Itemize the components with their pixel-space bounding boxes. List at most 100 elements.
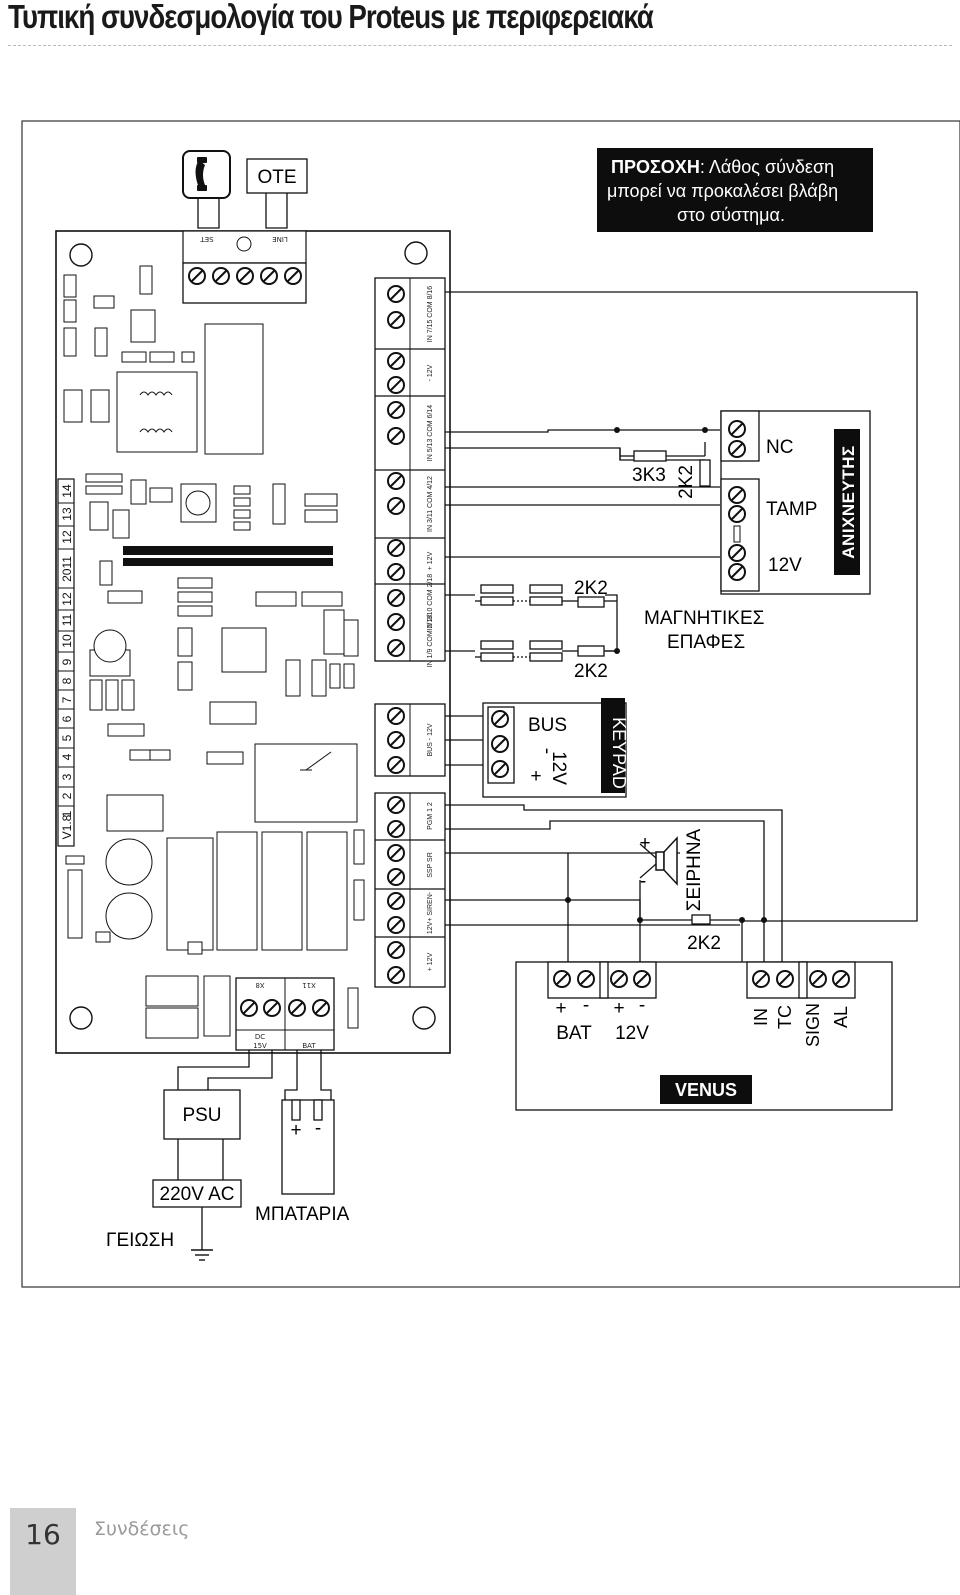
zone-14: 14 [60,484,74,498]
zone-12b: 12 [60,530,74,544]
page-number-box: 16 [10,1508,76,1595]
power-terminal-block: X8 X11 DC 15V BAT [235,977,335,1051]
pcb-bar-bottom [123,558,333,566]
wires [177,291,918,1250]
warning-line3: στο σύστημα. [677,205,785,225]
magnetic-label-line1: ΜΑΓΝΗΤΙΚΕΣ [644,608,764,629]
phone-terminal-block: SET LINE [182,230,307,304]
psu: PSU [163,1089,241,1140]
magnetic-contacts: 2K2 2K2 ΜΑΓΝΗΤΙΚΕΣ ΕΠΑΦΕΣ [475,578,764,682]
junction-dots [565,427,767,923]
ote-label-box [246,158,308,194]
resistor-2k2-detector: 2K2 [676,459,711,499]
detector-nc: NC [766,437,793,458]
detector-12v: 12V [768,555,802,576]
keypad-title: KEYPAD [609,717,629,789]
resistor-3k3: 3K3 [620,450,705,486]
page-footer: 16 Συνδέσεις [10,1508,950,1595]
terminal-x13-label: 12V+ SIREN- [427,891,434,934]
zone-5: 5 [60,734,74,741]
phone-icon [182,150,231,199]
siren-resistor-label: 2K2 [687,933,721,954]
terminal-x5-label: PGM 1 2 [427,802,434,830]
venus-al: AL [831,1006,851,1028]
zone-6: 6 [60,715,74,722]
terminal-x2b-label: IN 3/11 COM 4/12 [427,476,434,532]
siren-plus: + [639,833,650,854]
zone-9: 9 [60,658,74,665]
zone-12: 12 [60,592,74,606]
terminal-x2a-label: - 12V [427,364,434,381]
terminal-x18-label: + 12V [427,952,434,971]
venus-bat-plus: + [555,998,566,1019]
terminal-x1a-label: IN 2/10 COM 2/18 [427,574,434,631]
keypad-plus: + [530,766,541,787]
zone-3: 3 [60,773,74,780]
zone-2: 2 [60,792,74,799]
page-title: Τυπική συνδεσμολογία του Proteus με περι… [8,0,654,35]
zone-4: 4 [60,753,74,760]
line-label: LINE [272,235,288,243]
v15-label: 15V [253,1042,267,1050]
detector-title: ΑΝΙΧΝΕΥΤΗΣ [839,445,858,558]
warning-line2: μπορεί να προκαλέσει βλάβη [607,181,838,201]
x11-label: X11 [302,981,316,989]
zone-8: 8 [60,677,74,684]
speaker-icon [639,836,678,886]
terminal-x12-label: + 12V [427,551,434,570]
venus-12v-plus: + [613,998,624,1019]
bat-board-label: BAT [302,1042,316,1050]
venus-title: VENUS [675,1080,737,1100]
venus-12v-label: 12V [615,1023,649,1044]
zone-11: 11 [60,613,74,626]
zone-number-strip: 14 13 12 2011 12 11 10 9 8 7 6 5 4 3 2 1… [57,478,75,847]
diagram-frame [21,120,960,1288]
pcb-bar-top [123,546,333,555]
terminal-x14-label: BUS - 12V [427,723,434,756]
zone-10: 10 [60,634,74,648]
magnetic-label-line2: ΕΠΑΦΕΣ [667,632,745,653]
venus-tc: TC [775,1005,795,1029]
battery-icon: + - [281,1099,335,1195]
venus-board: + - + - BAT 12V IN TC SIGN AL VENUS [515,961,893,1111]
ground-icon [191,1249,213,1261]
zone-2011: 2011 [60,556,74,582]
ac-label: 220V AC [160,1184,235,1205]
warning-label: ΠΡΟΣΟΧΗ [611,157,700,177]
terminal-x3-label: IN 5/13 COM 6/14 [427,405,434,462]
warning-line1: : Λάθος σύνδεση [700,157,834,177]
pcb-components [63,265,365,1039]
keypad-12v: 12V [548,751,569,785]
venus-12v-minus: - [639,995,645,1016]
resistor-2k2-detector-label: 2K2 [676,465,697,499]
venus-sign: SIGN [803,1003,823,1047]
keypad-bus: BUS [528,715,567,736]
title-divider [8,45,952,46]
section-name: Συνδέσεις [94,1518,190,1540]
zone-1: 1 [60,810,74,817]
magnetic-resistor-top: 2K2 [574,578,608,599]
resistor-3k3-label: 3K3 [632,465,666,486]
battery-minus: - [315,1118,321,1139]
battery-label: ΜΠΑΤΑΡΙΑ [255,1204,350,1225]
battery-plus: + [290,1120,301,1141]
siren-title: ΣΕΙΡΗΝΑ [684,828,705,911]
terminal-x4-label: IN 7/15 COM 8/16 [427,286,434,343]
dc-label: DC [255,1033,265,1041]
detector: NC TAMP 12V ΑΝΙΧΝΕΥΤΗΣ [720,410,871,595]
zone-13: 13 [60,507,74,521]
main-board: SET LINE 1 [55,230,451,1054]
set-label: SET [200,235,214,243]
siren-minus: - [640,871,646,892]
ground-label: ΓΕΙΩΣΗ [106,1230,174,1251]
siren: + - ΣΕΙΡΗΝΑ 2K2 [639,828,720,954]
zone-7: 7 [60,696,74,703]
venus-bat-minus: - [583,995,589,1016]
magnetic-resistor-bottom: 2K2 [574,661,608,682]
x8-label: X8 [255,981,264,989]
venus-in: IN [751,1008,771,1026]
keypad-minus: - [536,748,557,754]
svg-text:ΠΡΟΣΟΧΗ: Λάθος σύνδεση: ΠΡΟΣΟΧΗ: Λάθος σύνδεση [611,157,834,177]
terminal-x1b-label: IN 1/9 COM 2/18 [427,615,434,668]
